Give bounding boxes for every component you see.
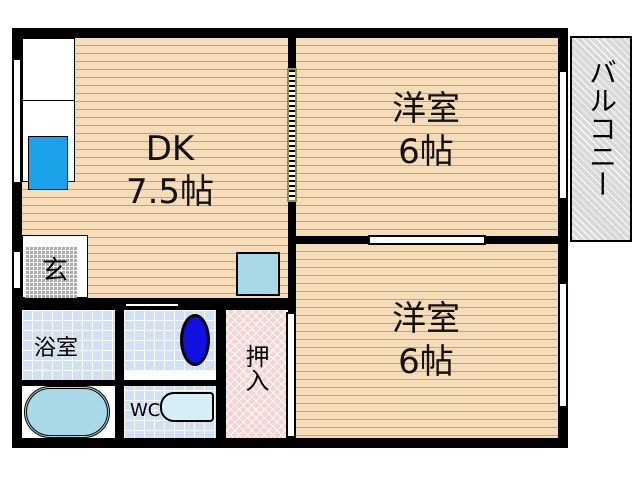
western-room-2-floor — [296, 244, 558, 439]
counter-divider — [22, 100, 75, 101]
toilet-icon — [160, 392, 214, 422]
western-room-1-size: 6帖 — [398, 131, 454, 172]
sliding-door[interactable] — [287, 68, 297, 202]
window[interactable] — [558, 70, 568, 200]
wc-label: WC — [130, 400, 161, 421]
dk-size: 7.5帖 — [125, 171, 215, 212]
wall — [115, 298, 124, 443]
wall — [216, 298, 226, 443]
balcony-label: バルコニー — [585, 58, 618, 198]
wall — [12, 28, 22, 448]
entrance-floor — [25, 246, 77, 298]
western-room-1-floor — [296, 38, 558, 238]
bath-label: 浴室 — [34, 336, 79, 361]
dk-name: DK — [145, 129, 195, 169]
closet-label: 押入 — [241, 344, 269, 392]
window[interactable] — [12, 58, 22, 184]
entrance-label: 玄 — [42, 256, 69, 286]
fridge-space-icon — [236, 252, 280, 296]
western-room-1-name: 洋室 — [392, 89, 460, 129]
closet — [226, 310, 286, 438]
window[interactable] — [558, 282, 568, 408]
balcony — [570, 36, 632, 242]
bathroom-floor — [22, 310, 115, 383]
sliding-door[interactable] — [368, 235, 486, 245]
western-room-2-size: 6帖 — [398, 341, 454, 382]
sink-icon — [28, 136, 68, 190]
toilet-bowl-icon — [180, 314, 210, 366]
door[interactable] — [124, 302, 180, 308]
western-room-2-name: 洋室 — [392, 299, 460, 339]
window[interactable] — [12, 250, 22, 290]
bathtub-icon — [24, 386, 110, 438]
wall — [22, 380, 222, 386]
closet-door[interactable] — [286, 312, 296, 438]
